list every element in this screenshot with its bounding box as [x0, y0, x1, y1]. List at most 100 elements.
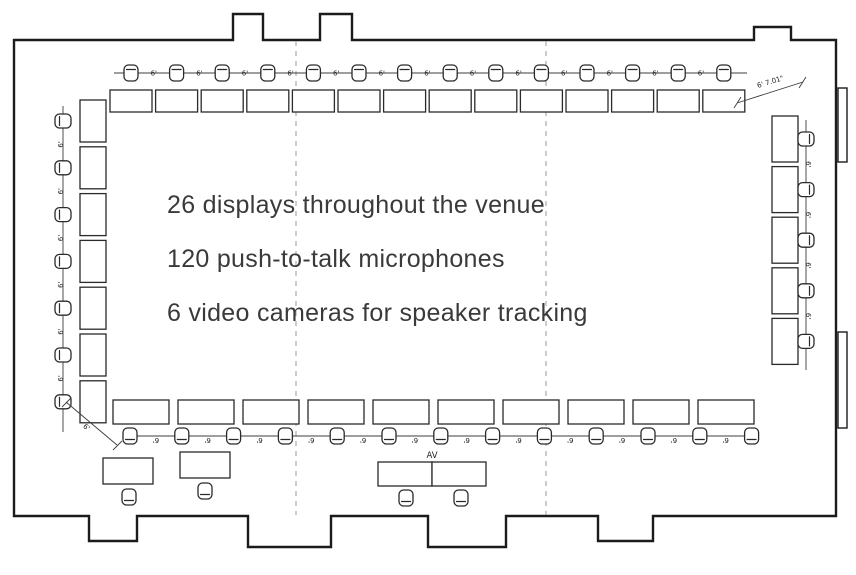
table — [102, 457, 154, 485]
table — [771, 317, 799, 366]
table — [702, 89, 746, 113]
spacing-label: 6' — [515, 70, 521, 78]
av-label: AV — [426, 451, 437, 461]
table — [377, 461, 433, 487]
chair — [536, 427, 553, 445]
right-door-panel — [837, 87, 848, 163]
spacing-label: 6' — [287, 70, 293, 78]
table — [79, 333, 107, 377]
table — [200, 89, 244, 113]
chair — [453, 489, 469, 507]
chair — [396, 64, 413, 82]
spacing-label: 6' — [804, 313, 812, 319]
spacing-label: 6' — [619, 436, 625, 444]
table — [372, 399, 430, 425]
chair — [692, 427, 708, 445]
bottom-left-dimension: 6' — [61, 397, 123, 451]
chair — [797, 232, 815, 248]
table — [428, 89, 472, 113]
chair — [797, 333, 815, 350]
spacing-label: 6' — [561, 70, 567, 78]
table — [567, 399, 625, 425]
chair — [797, 181, 815, 198]
annotation-displays: 26 displays throughout the venue — [167, 191, 545, 219]
spacing-label: 6' — [57, 141, 65, 147]
table — [242, 399, 300, 425]
chair — [329, 427, 345, 445]
chair — [640, 427, 656, 445]
chair — [54, 394, 72, 410]
chair — [277, 427, 294, 445]
table — [474, 89, 518, 113]
chair — [588, 427, 604, 445]
table — [307, 399, 365, 425]
spacing-label: 6' — [151, 70, 157, 78]
chair — [351, 64, 367, 82]
spacing-label: 6' — [567, 436, 573, 444]
table — [337, 89, 381, 113]
spacing-label: 6' — [804, 262, 812, 268]
spacing-label: 6' — [57, 188, 65, 194]
spacing-label: 6' — [153, 436, 159, 444]
spacing-label: 6' — [57, 375, 65, 381]
table — [382, 89, 427, 113]
chair — [398, 489, 414, 507]
chair — [797, 283, 815, 299]
spacing-label: 6' — [463, 436, 469, 444]
table — [519, 89, 564, 113]
chair — [260, 64, 276, 82]
corner-dimension-label: 6' 7.01" — [756, 74, 785, 90]
table — [632, 399, 690, 425]
chair — [168, 64, 185, 82]
chair — [381, 427, 397, 445]
chair — [624, 64, 641, 82]
table — [697, 399, 755, 425]
chair — [305, 64, 322, 82]
spacing-label: 6' — [722, 436, 728, 444]
furniture-layer: 6' 6' 6' 6' 6' 6' 6' 6' 6' 6' 6' 6' 6' 6' 6' 6' 6' 6' 6' 6'… — [54, 64, 815, 507]
chair — [442, 64, 458, 82]
spacing-label: 6' — [81, 422, 91, 432]
table — [154, 89, 199, 113]
spacing-label: 6' — [607, 70, 613, 78]
annotation-microphones: 120 push-to-talk microphones — [167, 245, 505, 273]
table — [610, 89, 655, 113]
table — [79, 146, 107, 190]
spacing-label: 6' — [204, 436, 210, 444]
chair — [670, 64, 686, 82]
spacing-label: 6' — [360, 436, 366, 444]
chair — [54, 206, 72, 223]
chair — [54, 253, 72, 270]
table — [79, 380, 107, 424]
chair — [54, 160, 72, 176]
spacing-label: 6' — [333, 70, 339, 78]
spacing-label: 6' — [57, 328, 65, 334]
chair — [533, 64, 550, 82]
chair — [121, 488, 137, 506]
spacing-label: 6' — [379, 70, 385, 78]
chair — [225, 427, 242, 445]
table — [771, 165, 799, 214]
table — [656, 89, 700, 113]
table — [502, 399, 560, 425]
table — [437, 399, 495, 425]
table — [79, 286, 107, 330]
chair — [488, 64, 504, 82]
spacing-label: 6' — [698, 70, 704, 78]
room-walls — [12, 12, 838, 549]
spacing-label: 6' — [57, 235, 65, 241]
table — [112, 399, 170, 425]
table — [79, 192, 107, 237]
chair — [174, 427, 190, 445]
chair — [197, 482, 213, 500]
spacing-label: 6' — [196, 70, 202, 78]
spacing-label: 6' — [57, 282, 65, 288]
chair — [214, 64, 230, 82]
table — [79, 239, 107, 284]
chair — [433, 427, 449, 445]
spacing-label: 6' — [412, 436, 418, 444]
right-door-panel — [837, 331, 848, 429]
table — [246, 89, 290, 113]
table — [179, 451, 231, 479]
